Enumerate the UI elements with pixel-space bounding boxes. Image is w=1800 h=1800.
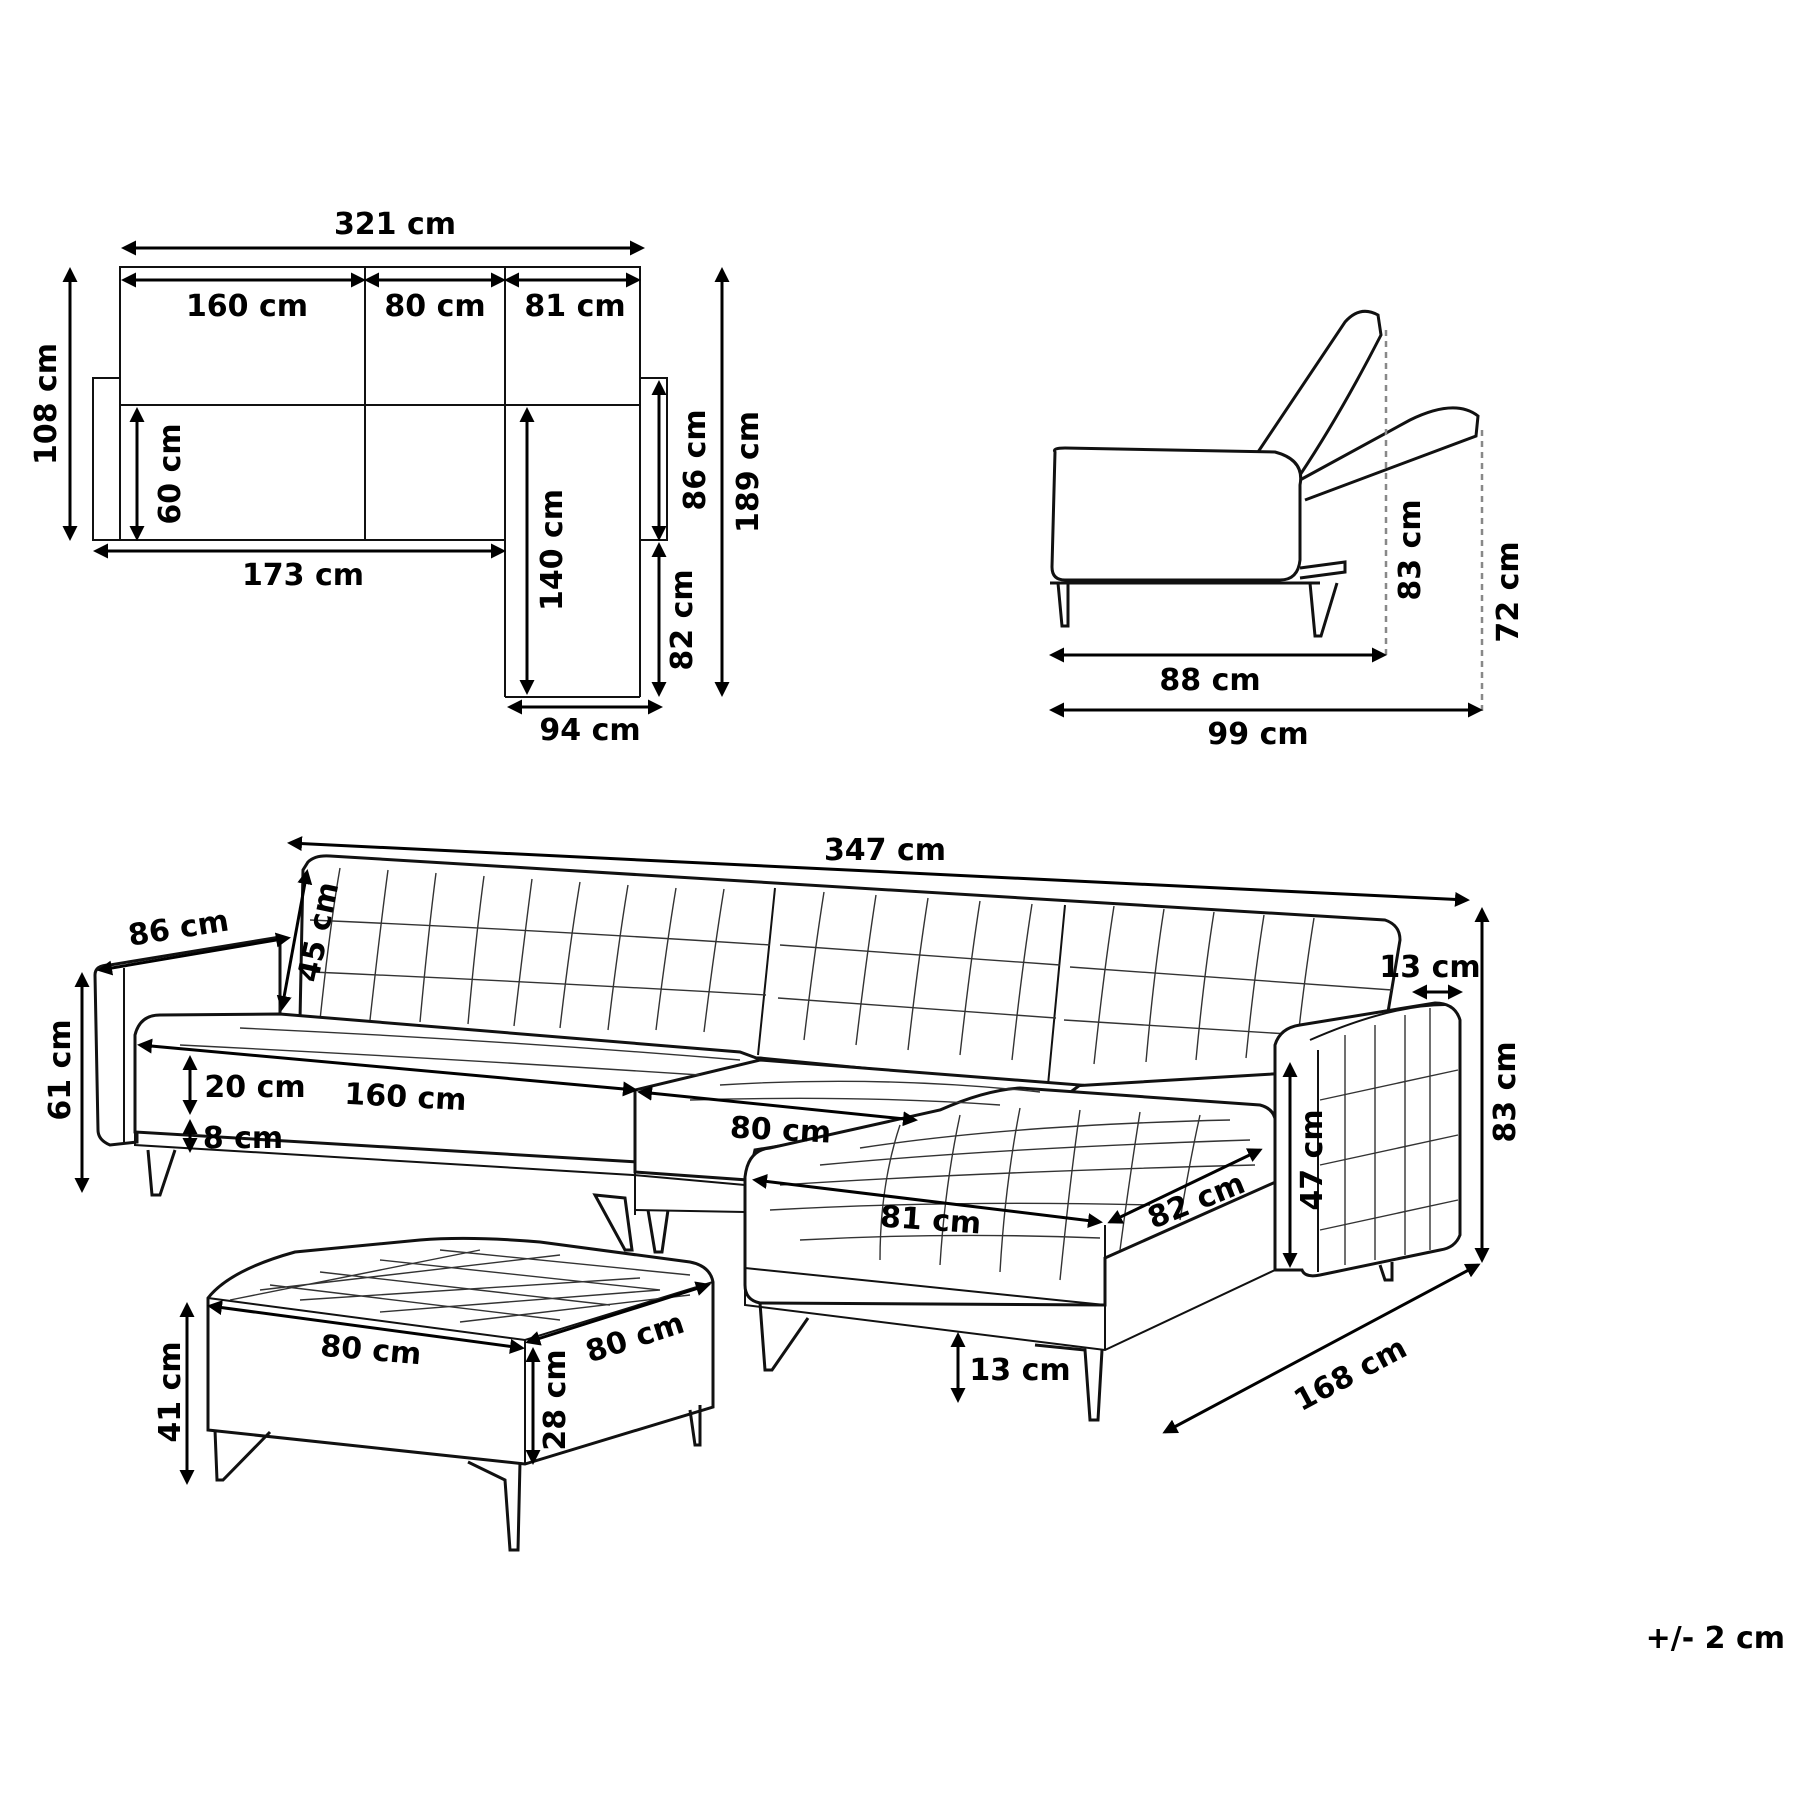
dim-160-label: 160 cm	[186, 289, 308, 324]
dim-80-ottoman-d-line	[525, 1281, 711, 1346]
dim-88-label: 88 cm	[1159, 663, 1260, 698]
dim-82-persp-line	[1107, 1148, 1263, 1224]
perspective-view: 347 cm 86 cm 45 cm 61 cm 20 cm 160 cm 8 …	[43, 833, 1523, 1434]
dim-60-label: 60 cm	[153, 423, 188, 524]
dim-160-persp-line	[137, 1038, 638, 1097]
dim-99-label: 99 cm	[1207, 717, 1308, 752]
back-tufting	[309, 867, 1393, 1065]
dim-47-label: 47 cm	[1295, 1109, 1330, 1210]
dim-80-ottoman-w-line	[207, 1300, 525, 1354]
dim-82-top-label: 82 cm	[665, 569, 700, 670]
dim-61-label: 61 cm	[43, 1019, 78, 1120]
dim-80-persp-label: 80 cm	[729, 1110, 832, 1150]
dim-168-label: 168 cm	[1288, 1330, 1412, 1418]
side-view: 88 cm 99 cm 83 cm 72 cm	[1049, 309, 1526, 752]
top-view-outline	[92, 266, 668, 698]
dim-94-label: 94 cm	[539, 713, 640, 748]
dim-160-persp-label: 160 cm	[344, 1077, 468, 1118]
dim-8-label: 8 cm	[203, 1121, 283, 1156]
dim-20-label: 20 cm	[204, 1070, 305, 1105]
dim-81-label: 81 cm	[524, 289, 625, 324]
dim-189-label: 189 cm	[731, 411, 766, 533]
dim-72-side-label: 72 cm	[1491, 541, 1526, 642]
dim-45-label: 45 cm	[291, 879, 346, 985]
dim-41-label: 41 cm	[153, 1341, 188, 1442]
dim-168-line	[1162, 1263, 1481, 1434]
dim-13-arm-label: 13 cm	[1379, 950, 1480, 985]
dim-13-leg-label: 13 cm	[969, 1353, 1070, 1388]
dim-86-top-label: 86 cm	[678, 409, 713, 510]
dim-86-arm-line	[97, 932, 291, 976]
dim-108-label: 108 cm	[29, 343, 64, 465]
dim-81-persp-line	[752, 1174, 1103, 1228]
tolerance-note: +/- 2 cm	[1646, 1621, 1785, 1656]
dim-81-persp-label: 81 cm	[879, 1200, 982, 1242]
dim-28-label: 28 cm	[538, 1349, 573, 1450]
dim-83-persp-label: 83 cm	[1488, 1041, 1523, 1142]
ottoman-body	[206, 1236, 715, 1552]
dim-321-label: 321 cm	[334, 207, 456, 242]
dim-80-label: 80 cm	[384, 289, 485, 324]
side-view-sofa	[1050, 309, 1480, 638]
dim-347-label: 347 cm	[824, 833, 946, 868]
ottoman: 80 cm 80 cm 41 cm 28 cm	[153, 1236, 715, 1552]
dim-45-line	[276, 869, 313, 1011]
dim-140-label: 140 cm	[535, 489, 570, 611]
dim-347-line	[287, 836, 1470, 907]
dim-80-persp-line	[637, 1085, 918, 1127]
dim-83-side-label: 83 cm	[1393, 499, 1428, 600]
top-view: 321 cm 160 cm 80 cm 81 cm 108 cm 60 cm 1…	[29, 207, 766, 748]
dim-173-label: 173 cm	[242, 558, 364, 593]
